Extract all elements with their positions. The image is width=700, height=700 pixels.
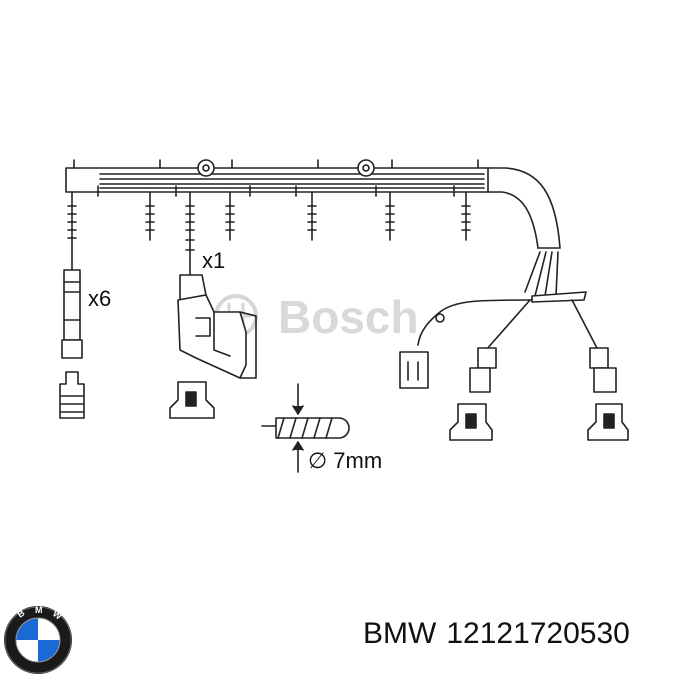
qty-plug-wires-label: x6 [88,286,111,311]
rail-terminals [145,191,471,241]
branch-right [571,299,617,393]
watermark-text: Bosch [278,291,419,343]
wire-loom-rail [65,159,489,197]
boot-right-1 [449,403,493,441]
spark-plug-wire [59,191,85,419]
brand-name: BMW [363,617,437,650]
coil-boot [169,381,215,419]
coil-wire [177,191,257,379]
bosch-watermark: Bosch [214,291,419,343]
part-number: 12121720530 [446,617,630,650]
diameter-label: ∅ 7mm [308,448,382,473]
sensor-branch [399,299,533,389]
product-caption: BMW 12121720530 [363,617,630,651]
qty-coil-wire-label: x1 [202,248,225,273]
wire-cross-section [261,383,350,473]
svg-text:M: M [35,605,43,615]
branch-left [469,299,531,393]
svg-text:B: B [15,607,26,619]
wire-bundle-curve [487,167,587,303]
boot-right-2 [587,403,629,441]
bmw-logo-icon: B M W [4,605,72,674]
